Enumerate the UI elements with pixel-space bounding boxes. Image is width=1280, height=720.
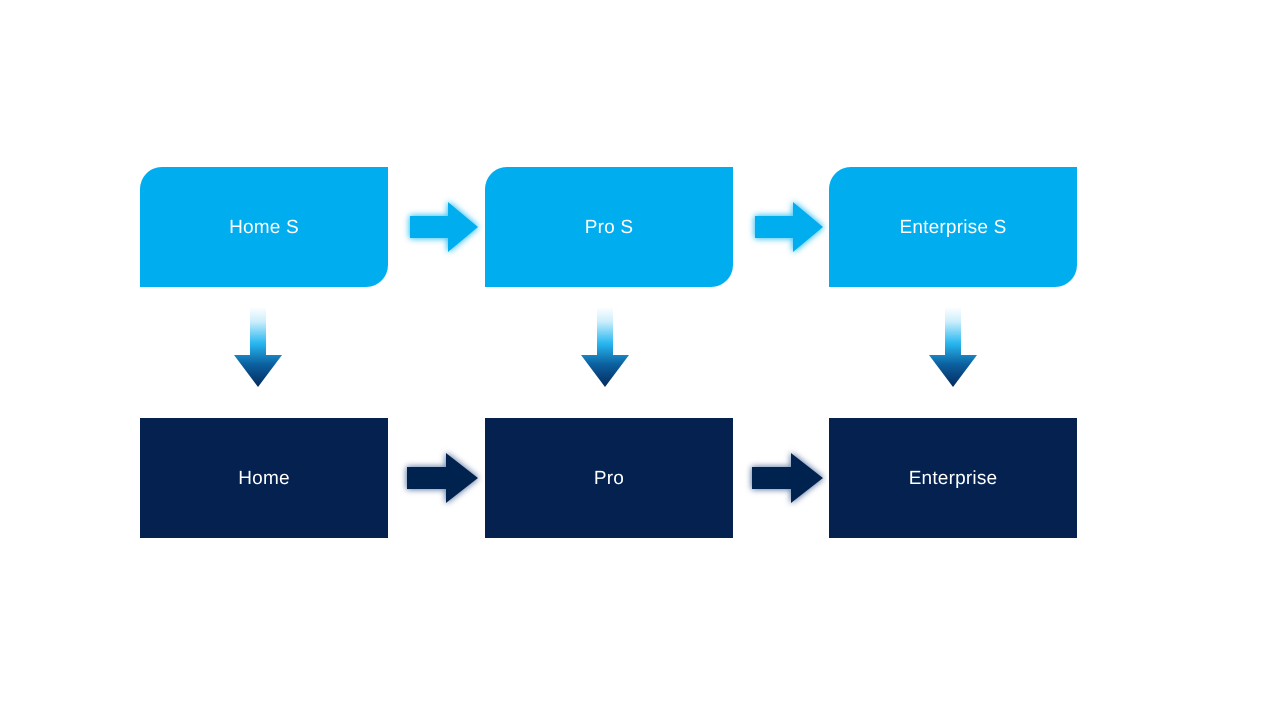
arrow-right-icon — [755, 202, 823, 252]
node-home-s[interactable]: Home S — [140, 167, 388, 287]
node-label: Home — [238, 467, 290, 489]
down-arrow-1 — [228, 305, 288, 391]
node-label: Home S — [229, 216, 299, 238]
node-enterprise[interactable]: Enterprise — [829, 418, 1077, 538]
node-pro[interactable]: Pro — [485, 418, 733, 538]
down-arrow-3 — [923, 305, 983, 391]
service-arrow-1 — [390, 190, 486, 264]
arrow-right-icon — [410, 202, 478, 252]
arrow-right-icon — [752, 453, 823, 503]
node-enterprise-s[interactable]: Enterprise S — [829, 167, 1077, 287]
arrow-down-icon — [581, 307, 629, 387]
node-label: Enterprise — [908, 467, 998, 489]
node-label: Enterprise S — [899, 216, 1007, 238]
product-arrow-1 — [390, 441, 486, 515]
arrow-down-icon — [234, 307, 282, 387]
arrow-right-icon — [407, 453, 478, 503]
down-arrow-2 — [575, 305, 635, 391]
node-label: Pro — [593, 467, 625, 489]
node-label: Pro S — [584, 216, 634, 238]
service-arrow-2 — [735, 190, 831, 264]
arrow-down-icon — [929, 307, 977, 387]
product-arrow-2 — [735, 441, 831, 515]
node-pro-s[interactable]: Pro S — [485, 167, 733, 287]
node-home[interactable]: Home — [140, 418, 388, 538]
